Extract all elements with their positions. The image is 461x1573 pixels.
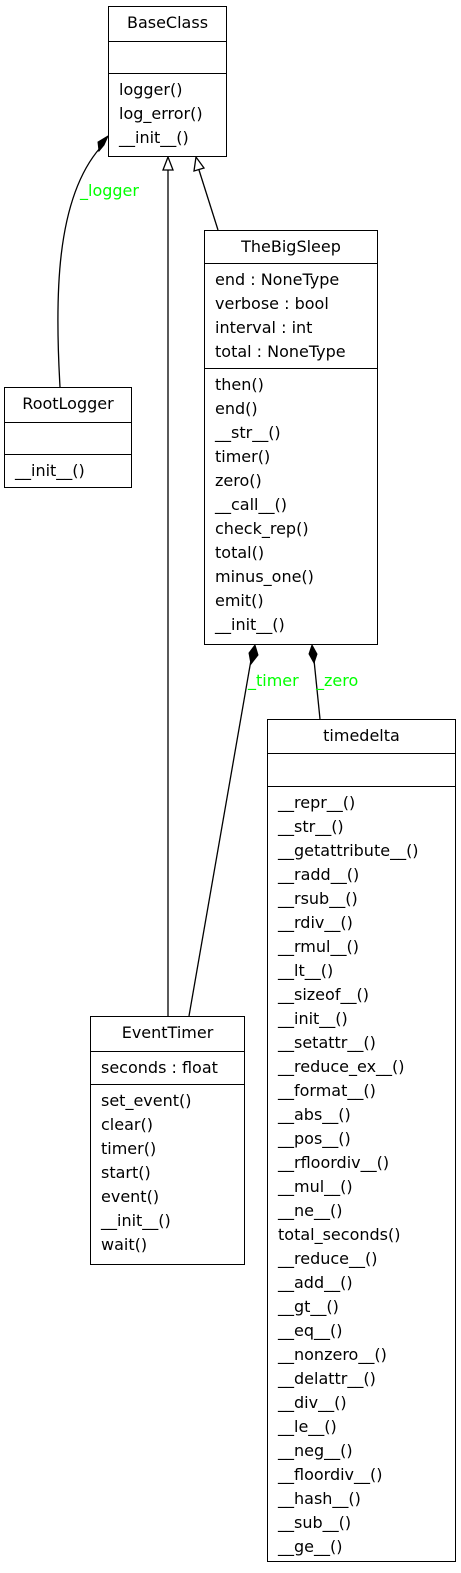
composition-diamond-zero — [308, 643, 318, 665]
method-item: __rsub__() — [278, 889, 358, 908]
attributes-section — [5, 423, 131, 455]
composition-edge-timer — [188, 659, 252, 1017]
method-item: log_error() — [119, 104, 203, 123]
methods-section: then() end() __str__() timer() zero() __call_… — [205, 369, 377, 641]
method-item: __reduce_ex__() — [278, 1057, 405, 1076]
method-item: __add__() — [278, 1273, 353, 1292]
methods-section: set_event() clear() timer() start() event() _… — [91, 1085, 244, 1261]
edge-label-logger: _logger — [80, 181, 139, 200]
edge-label-zero: _zero — [316, 671, 359, 690]
methods-section: logger() log_error() __init__() — [109, 74, 226, 154]
method-item: __eq__() — [278, 1321, 343, 1340]
method-item: end() — [215, 399, 258, 418]
method-item: total_seconds() — [278, 1225, 401, 1244]
class-name: timedelta — [268, 720, 455, 754]
method-item: __nonzero__() — [278, 1345, 387, 1364]
method-item: emit() — [215, 591, 264, 610]
method-item: __reduce__() — [278, 1249, 378, 1268]
class-name: BaseClass — [109, 7, 226, 42]
method-item: __sub__() — [278, 1513, 352, 1532]
method-item: __call__() — [215, 495, 287, 514]
method-item: __init__() — [278, 1009, 348, 1028]
method-item: minus_one() — [215, 567, 314, 586]
class-box-rootlogger[interactable]: RootLogger __init__() — [4, 387, 132, 488]
class-box-thebigsleep[interactable]: TheBigSleep end : NoneType verbose : bool… — [204, 230, 378, 645]
method-item: then() — [215, 375, 264, 394]
inheritance-edge-thebigsleep — [198, 169, 219, 231]
class-box-baseclass[interactable]: BaseClass logger() log_error() __init__() — [108, 6, 227, 157]
inheritance-arrow-thebigsleep — [193, 155, 206, 172]
method-item: __delattr__() — [278, 1369, 376, 1388]
class-name: RootLogger — [5, 388, 131, 423]
method-item: __init__() — [119, 128, 189, 147]
attribute-item: verbose : bool — [215, 294, 329, 313]
method-item: start() — [101, 1163, 151, 1182]
attributes-section: seconds : float — [91, 1052, 244, 1085]
attribute-item: seconds : float — [101, 1058, 218, 1077]
method-item: wait() — [101, 1235, 148, 1254]
method-item: __pos__() — [278, 1129, 351, 1148]
method-item: total() — [215, 543, 265, 562]
class-box-eventtimer[interactable]: EventTimer seconds : float set_event()cl… — [90, 1016, 245, 1265]
method-item: event() — [101, 1187, 160, 1206]
attribute-item: interval : int — [215, 318, 313, 337]
method-item: logger() — [119, 80, 183, 99]
method-item: __abs__() — [278, 1105, 351, 1124]
attribute-item: total : NoneType — [215, 342, 346, 361]
method-item: __le__() — [278, 1417, 337, 1436]
edge-label-timer: _timer — [248, 671, 299, 690]
method-item: __str__() — [278, 817, 344, 836]
method-item: __neg__() — [278, 1441, 353, 1460]
method-item: __setattr__() — [278, 1033, 376, 1052]
method-item: clear() — [101, 1115, 153, 1134]
method-item: timer() — [101, 1139, 157, 1158]
method-item: __init__() — [101, 1211, 171, 1230]
method-item: __init__() — [215, 615, 285, 634]
method-item: check_rep() — [215, 519, 309, 538]
inheritance-arrow-eventtimer — [162, 155, 174, 171]
method-item: __repr__() — [278, 793, 356, 812]
method-item: __hash__() — [278, 1489, 361, 1508]
method-item: timer() — [215, 447, 271, 466]
method-item: __ne__() — [278, 1201, 343, 1220]
class-box-timedelta[interactable]: timedelta __repr__() __str__() __getattrib… — [267, 719, 456, 1562]
methods-section: __init__() — [5, 455, 131, 487]
method-item: __ge__() — [278, 1537, 343, 1556]
method-item: __init__() — [15, 461, 85, 480]
class-name: TheBigSleep — [205, 231, 377, 264]
method-item: __rfloordiv__() — [278, 1153, 390, 1172]
method-item: __radd__() — [278, 865, 360, 884]
attributes-section — [268, 754, 455, 787]
method-item: __str__() — [215, 423, 281, 442]
method-item: __sizeof__() — [278, 985, 369, 1004]
method-item: __floordiv__() — [278, 1465, 383, 1484]
attribute-item: end : NoneType — [215, 270, 340, 289]
method-item: __lt__() — [278, 961, 334, 980]
composition-diamond-logger — [97, 134, 110, 153]
method-item: __div__() — [278, 1393, 347, 1412]
composition-diamond-timer — [248, 643, 259, 666]
composition-edge-logger — [57, 147, 101, 388]
attributes-section: end : NoneType verbose : bool interval : i… — [205, 264, 377, 369]
method-item: set_event() — [101, 1091, 192, 1110]
method-item: __getattribute__() — [278, 841, 419, 860]
method-item: __rdiv__() — [278, 913, 353, 932]
composition-edge-zero — [313, 659, 321, 720]
class-name: EventTimer — [91, 1017, 244, 1052]
method-item: __format__() — [278, 1081, 376, 1100]
method-item: __mul__() — [278, 1177, 353, 1196]
method-item: zero() — [215, 471, 262, 490]
methods-section: __repr__() __str__() __getattribute__() __r… — [268, 787, 455, 1563]
method-item: __rmul__() — [278, 937, 359, 956]
attributes-section — [109, 42, 226, 74]
method-item: __gt__() — [278, 1297, 339, 1316]
